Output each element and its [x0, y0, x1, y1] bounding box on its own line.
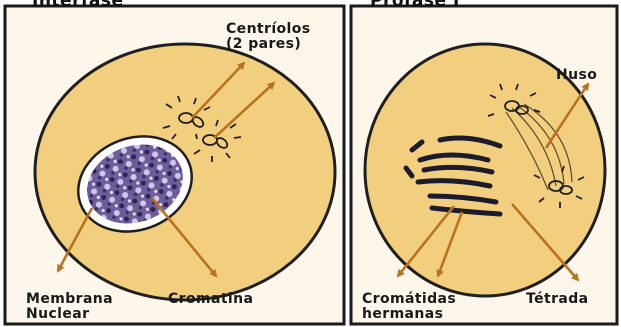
panel-title-profase: Profase I [370, 0, 460, 11]
label-cromatina: Cromatina [168, 292, 253, 307]
label-membrana-nuclear: Membrana Nuclear [26, 292, 113, 322]
label-centriolos: Centríolos (2 pares) [226, 22, 311, 52]
label-cromatidas-hermanas: Cromátidas hermanas [362, 292, 456, 322]
label-tetrada: Tétrada [526, 292, 589, 307]
panel-title-interfase: Interfase [32, 0, 123, 11]
panel-interfase [5, 6, 344, 324]
label-huso: Huso [556, 68, 597, 83]
panel-profase [351, 6, 617, 324]
